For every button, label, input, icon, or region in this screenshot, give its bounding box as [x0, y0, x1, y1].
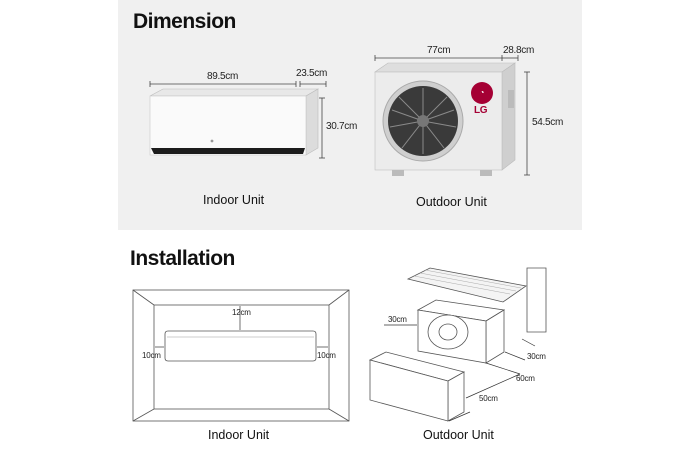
- indoor-installed-unit: [164, 330, 317, 362]
- outdoor-right-clearance: 60cm: [516, 374, 535, 383]
- indoor-right-clearance: 10cm: [317, 351, 336, 360]
- lg-logo: ◔: [471, 82, 493, 104]
- outdoor-installation-diagram: [368, 267, 547, 422]
- outdoor-unit-label: Outdoor Unit: [416, 195, 487, 209]
- outdoor-width-label: 77cm: [427, 45, 451, 56]
- indoor-clearance-arrows: [155, 306, 328, 348]
- indoor-width-label: 89.5cm: [207, 71, 238, 82]
- brand-text: LG: [474, 105, 488, 116]
- indoor-unit-label: Indoor Unit: [203, 193, 265, 207]
- indoor-installation-diagram: [132, 289, 350, 422]
- indoor-height-label: 30.7cm: [326, 121, 357, 132]
- outdoor-side-clearance: 30cm: [388, 315, 407, 324]
- indoor-top-clearance: 12cm: [232, 308, 251, 317]
- installation-indoor-label: Indoor Unit: [208, 428, 270, 442]
- indoor-depth-label: 23.5cm: [296, 68, 327, 79]
- outdoor-unit-image: [374, 62, 516, 176]
- outdoor-front-clearance: 50cm: [479, 394, 498, 403]
- installation-heading: Installation: [130, 247, 235, 270]
- outdoor-dimension-lines: [374, 55, 530, 176]
- indoor-left-clearance: 10cm: [142, 351, 161, 360]
- dimension-heading: Dimension: [133, 10, 236, 33]
- lg-logo-mark: ◔: [479, 88, 485, 97]
- outdoor-depth-label: 28.8cm: [503, 45, 534, 56]
- indoor-dimension-lines: [149, 81, 327, 159]
- indoor-unit-image: [149, 88, 320, 156]
- outdoor-height-label: 54.5cm: [532, 117, 563, 128]
- outdoor-back-clearance: 30cm: [527, 352, 546, 361]
- outdoor-clearance-lines: [384, 324, 536, 422]
- installation-outdoor-label: Outdoor Unit: [423, 428, 494, 442]
